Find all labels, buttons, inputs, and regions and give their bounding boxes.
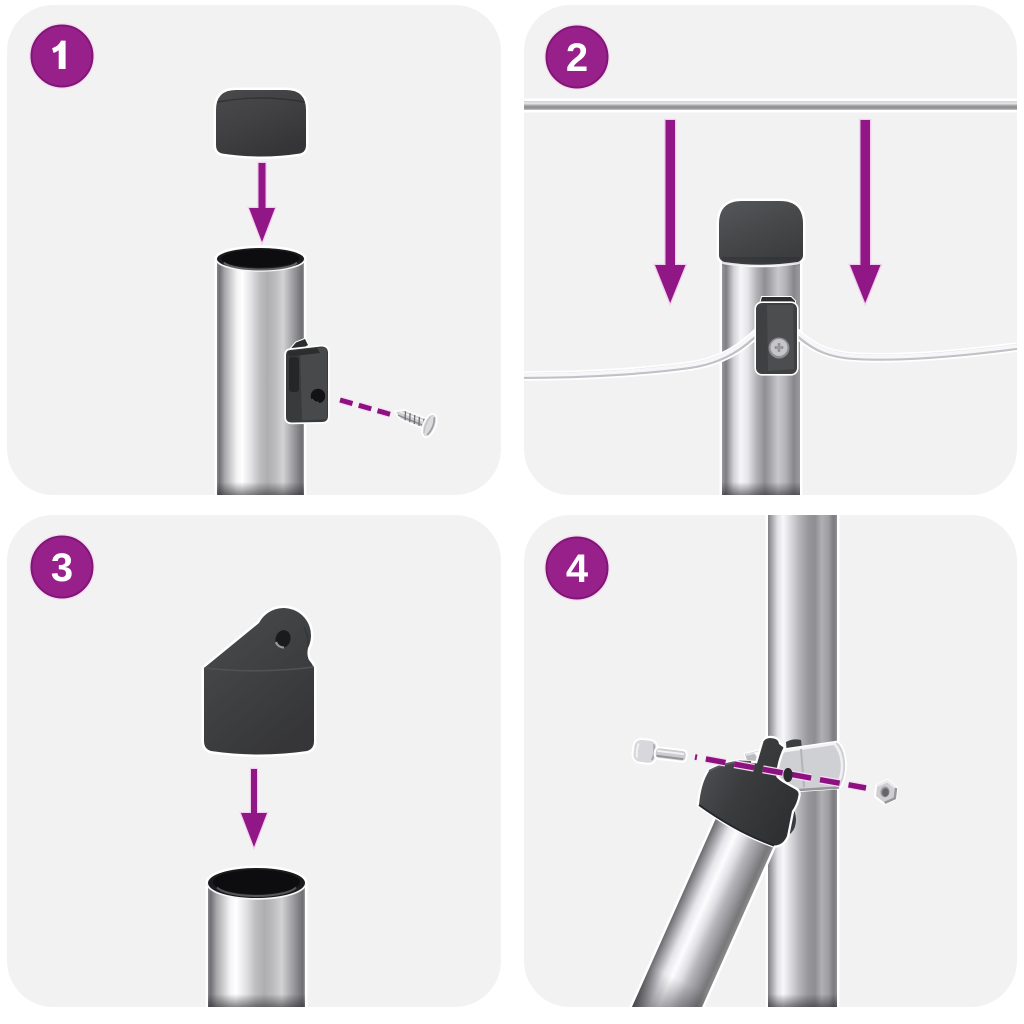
svg-text:3: 3 <box>51 546 73 590</box>
svg-text:2: 2 <box>566 36 588 80</box>
svg-text:4: 4 <box>566 547 589 591</box>
